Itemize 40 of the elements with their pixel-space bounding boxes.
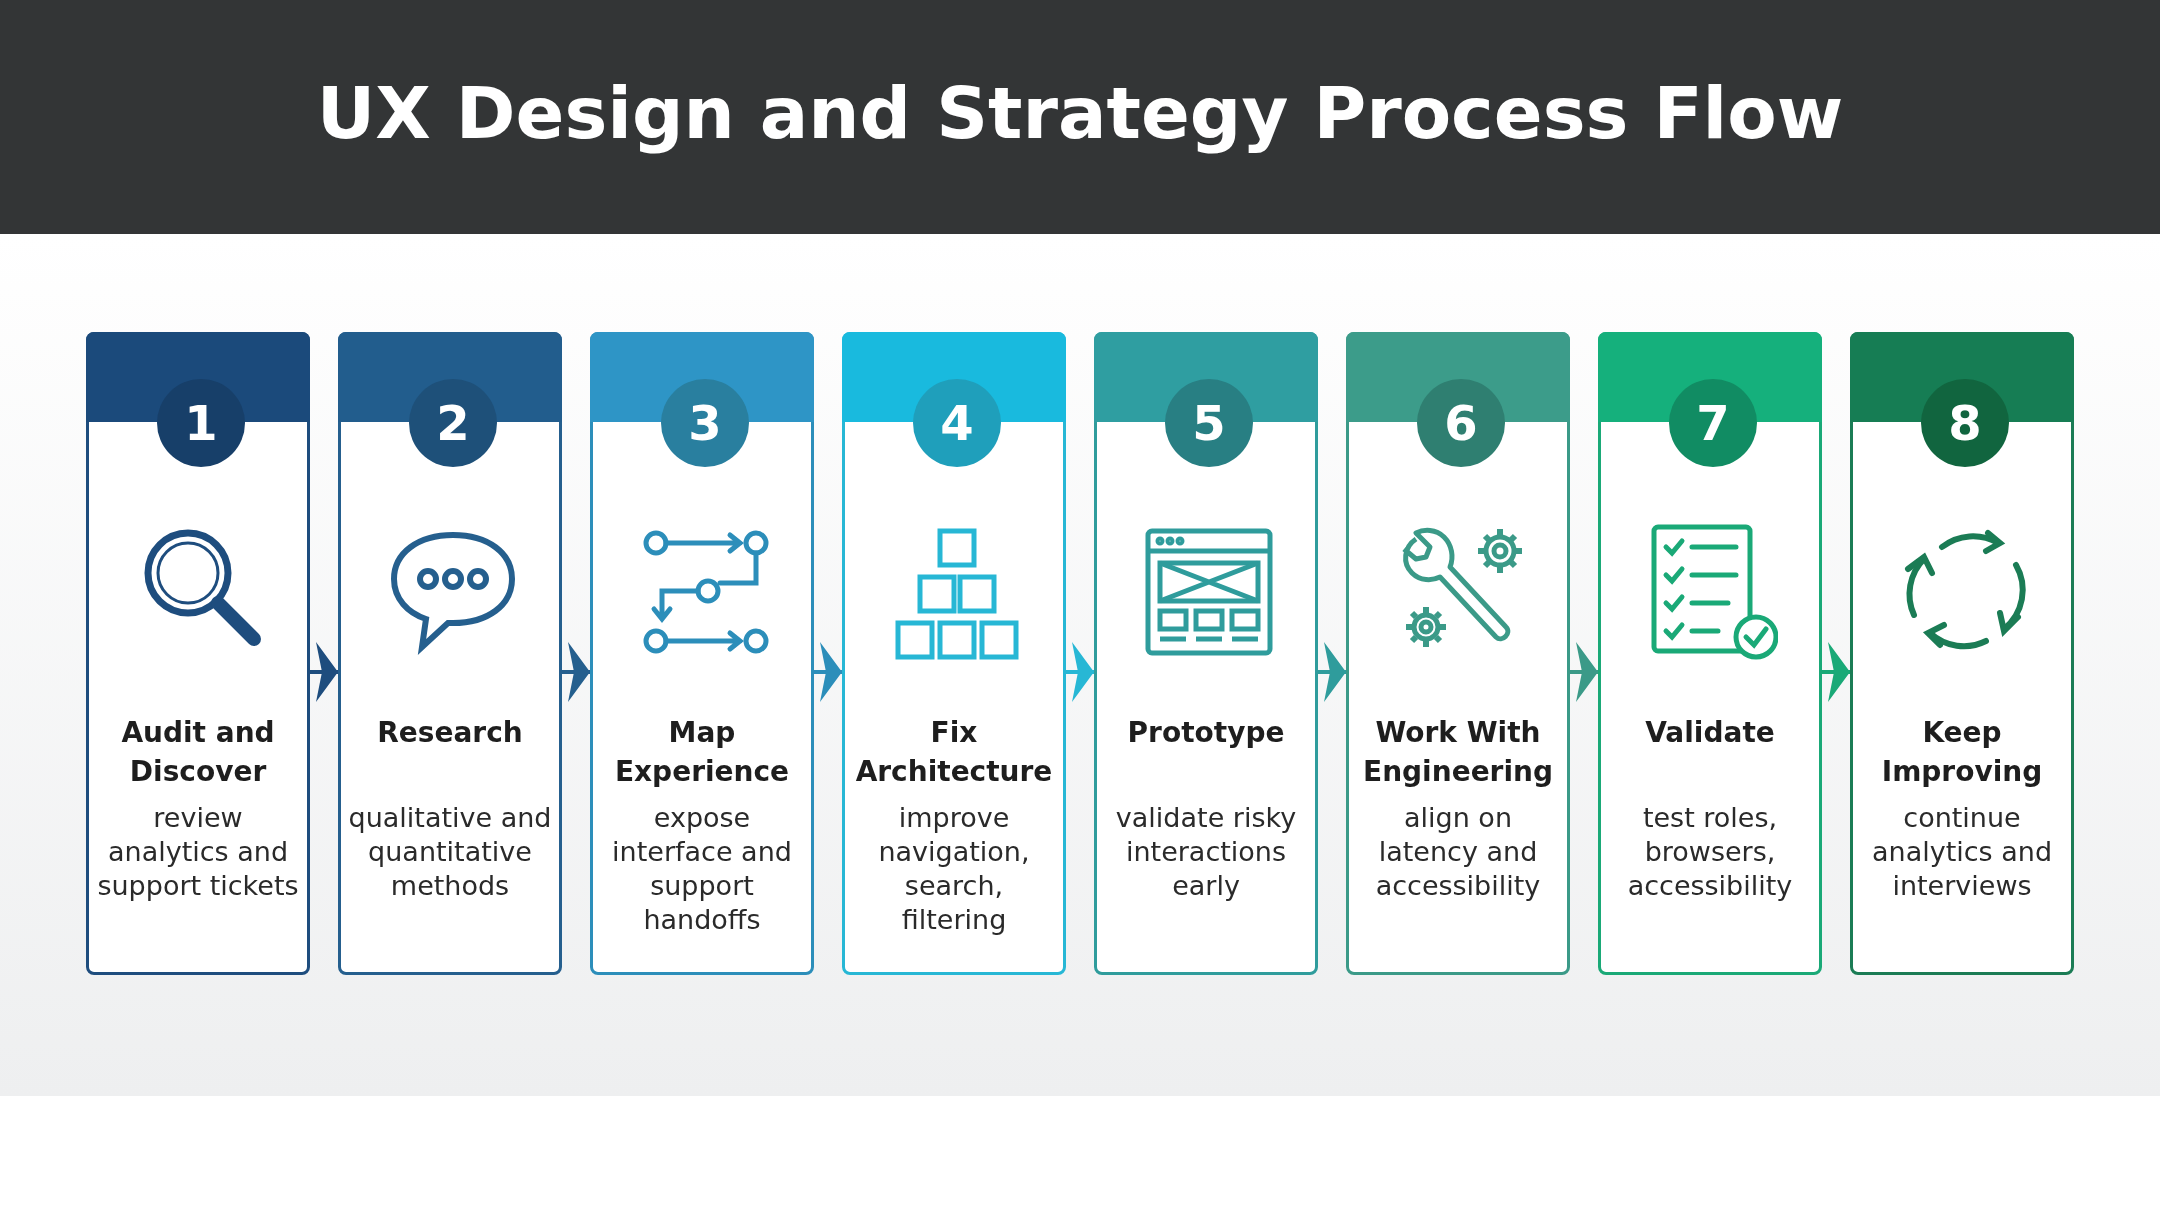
step-number: 7 (1669, 379, 1757, 467)
step-number: 5 (1165, 379, 1253, 467)
step-description: test roles, browsers, accessibility (1626, 801, 1794, 903)
step-card (1850, 332, 2074, 975)
step-title: Validate (1644, 715, 1776, 751)
step-card (1598, 332, 1822, 975)
title: UX Design and Strategy Process Flow (315, 70, 1845, 157)
step-card (590, 332, 814, 975)
step-title: Map Experience (613, 715, 791, 790)
chevron-arrow (814, 642, 842, 702)
step-description: validate risky interactions early (1114, 801, 1298, 903)
step-number: 4 (913, 379, 1001, 467)
chevron-arrow (1570, 642, 1598, 702)
step-number: 8 (1921, 379, 2009, 467)
step-number: 3 (661, 379, 749, 467)
step-number: 2 (409, 379, 497, 467)
step-title: Audit and Discover (120, 715, 276, 790)
step-description: continue analytics and interviews (1870, 801, 2054, 903)
step-description: improve navigation, search, filtering (877, 801, 1031, 937)
step-number: 1 (157, 379, 245, 467)
chevron-arrow (1318, 642, 1346, 702)
step-card (86, 332, 310, 975)
step-card (1094, 332, 1318, 975)
chevron-arrow (562, 642, 590, 702)
step-title: Research (376, 715, 524, 751)
step-card (842, 332, 1066, 975)
step-card (1346, 332, 1570, 975)
step-title: Prototype (1126, 715, 1286, 751)
chevron-arrow (1822, 642, 1850, 702)
step-description: qualitative and quantitative methods (347, 801, 553, 903)
step-card (338, 332, 562, 975)
step-title: Fix Architecture (854, 715, 1054, 790)
chevron-arrow (1066, 642, 1094, 702)
step-description: align on latency and accessibility (1374, 801, 1542, 903)
step-title: Work With Engineering (1362, 715, 1554, 790)
step-title: Keep Improving (1880, 715, 2044, 790)
step-description: review analytics and support tickets (96, 801, 300, 903)
step-description: expose interface and support handoffs (611, 801, 793, 937)
step-number: 6 (1417, 379, 1505, 467)
chevron-arrow (310, 642, 338, 702)
